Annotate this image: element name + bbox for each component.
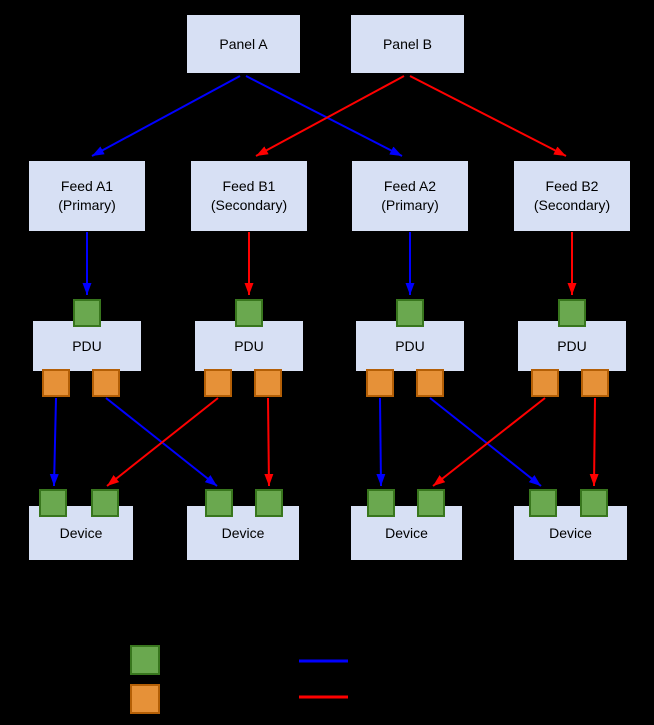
feed-a1-box: Feed A1 (Primary) xyxy=(28,160,146,232)
feed-b1-box: Feed B1 (Secondary) xyxy=(190,160,308,232)
feed-b1-role: (Secondary) xyxy=(210,197,288,213)
feed-b1-name: Feed B1 xyxy=(222,178,276,194)
panel-b-label: Panel B xyxy=(382,35,433,52)
device-2-input-port-1-icon xyxy=(205,489,233,517)
pdu-4-box: PDU xyxy=(517,320,627,372)
arrow-pdu-3-to-device-3 xyxy=(376,397,386,487)
pdu-3-input-port-icon xyxy=(396,299,424,327)
device-2-input-port-2-icon xyxy=(255,489,283,517)
pdu-4-label: PDU xyxy=(557,337,587,354)
pdu-4-output-port-1-icon xyxy=(531,369,559,397)
pdu-3-output-port-2-icon xyxy=(416,369,444,397)
legend-input-port-swatch-icon xyxy=(130,645,160,675)
pdu-2-input-port-icon xyxy=(235,299,263,327)
pdu-3-box: PDU xyxy=(355,320,465,372)
pdu-1-output-port-2-icon xyxy=(92,369,120,397)
arrow-panel-b-to-feed-b1 xyxy=(255,75,405,157)
feed-b2-name: Feed B2 xyxy=(545,178,599,194)
feed-a1-name: Feed A1 xyxy=(60,178,114,194)
feed-a1-role: (Primary) xyxy=(58,197,116,213)
pdu-2-output-port-1-icon xyxy=(204,369,232,397)
device-1-input-port-1-icon xyxy=(39,489,67,517)
feed-a2-name: Feed A2 xyxy=(383,178,437,194)
arrow-panel-a-to-feed-a2 xyxy=(245,75,403,157)
pdu-2-box: PDU xyxy=(194,320,304,372)
device-4-input-port-1-icon xyxy=(529,489,557,517)
feed-a2-box: Feed A2 (Primary) xyxy=(351,160,469,232)
arrow-pdu-4-to-device-4 xyxy=(589,397,599,487)
pdu-2-output-port-2-icon xyxy=(254,369,282,397)
pdu-4-output-port-2-icon xyxy=(581,369,609,397)
device-4-input-port-2-icon xyxy=(580,489,608,517)
feed-b2-box: Feed B2 (Secondary) xyxy=(513,160,631,232)
arrow-pdu-3-to-device-4 xyxy=(429,397,542,487)
device-3-input-port-2-icon xyxy=(417,489,445,517)
panel-b-box: Panel B xyxy=(350,14,465,74)
arrow-pdu-1-to-device-1 xyxy=(49,397,59,487)
pdu-1-input-port-icon xyxy=(73,299,101,327)
device-2-label: Device xyxy=(221,524,265,541)
arrow-pdu-2-to-device-1 xyxy=(106,397,219,487)
arrow-pdu-1-to-device-2 xyxy=(105,397,218,487)
arrow-panel-b-to-feed-b2 xyxy=(409,75,567,157)
pdu-1-box: PDU xyxy=(32,320,142,372)
pdu-1-label: PDU xyxy=(72,337,102,354)
pdu-4-input-port-icon xyxy=(558,299,586,327)
device-3-input-port-1-icon xyxy=(367,489,395,517)
device-3-label: Device xyxy=(385,524,428,541)
feed-b2-role: (Secondary) xyxy=(533,197,611,213)
arrow-pdu-4-to-device-3 xyxy=(432,397,546,487)
device-4-label: Device xyxy=(549,524,592,541)
device-1-input-port-2-icon xyxy=(91,489,119,517)
legend-output-port-swatch-icon xyxy=(130,684,160,714)
device-1-label: Device xyxy=(59,524,103,541)
pdu-1-output-port-1-icon xyxy=(42,369,70,397)
pdu-3-output-port-1-icon xyxy=(366,369,394,397)
pdu-3-label: PDU xyxy=(395,337,425,354)
arrow-pdu-2-to-device-2 xyxy=(264,397,274,487)
pdu-2-label: PDU xyxy=(234,337,264,354)
panel-a-label: Panel A xyxy=(219,35,268,52)
panel-a-box: Panel A xyxy=(186,14,301,74)
arrow-panel-a-to-feed-a1 xyxy=(91,75,241,157)
feed-a2-role: (Primary) xyxy=(381,197,439,213)
